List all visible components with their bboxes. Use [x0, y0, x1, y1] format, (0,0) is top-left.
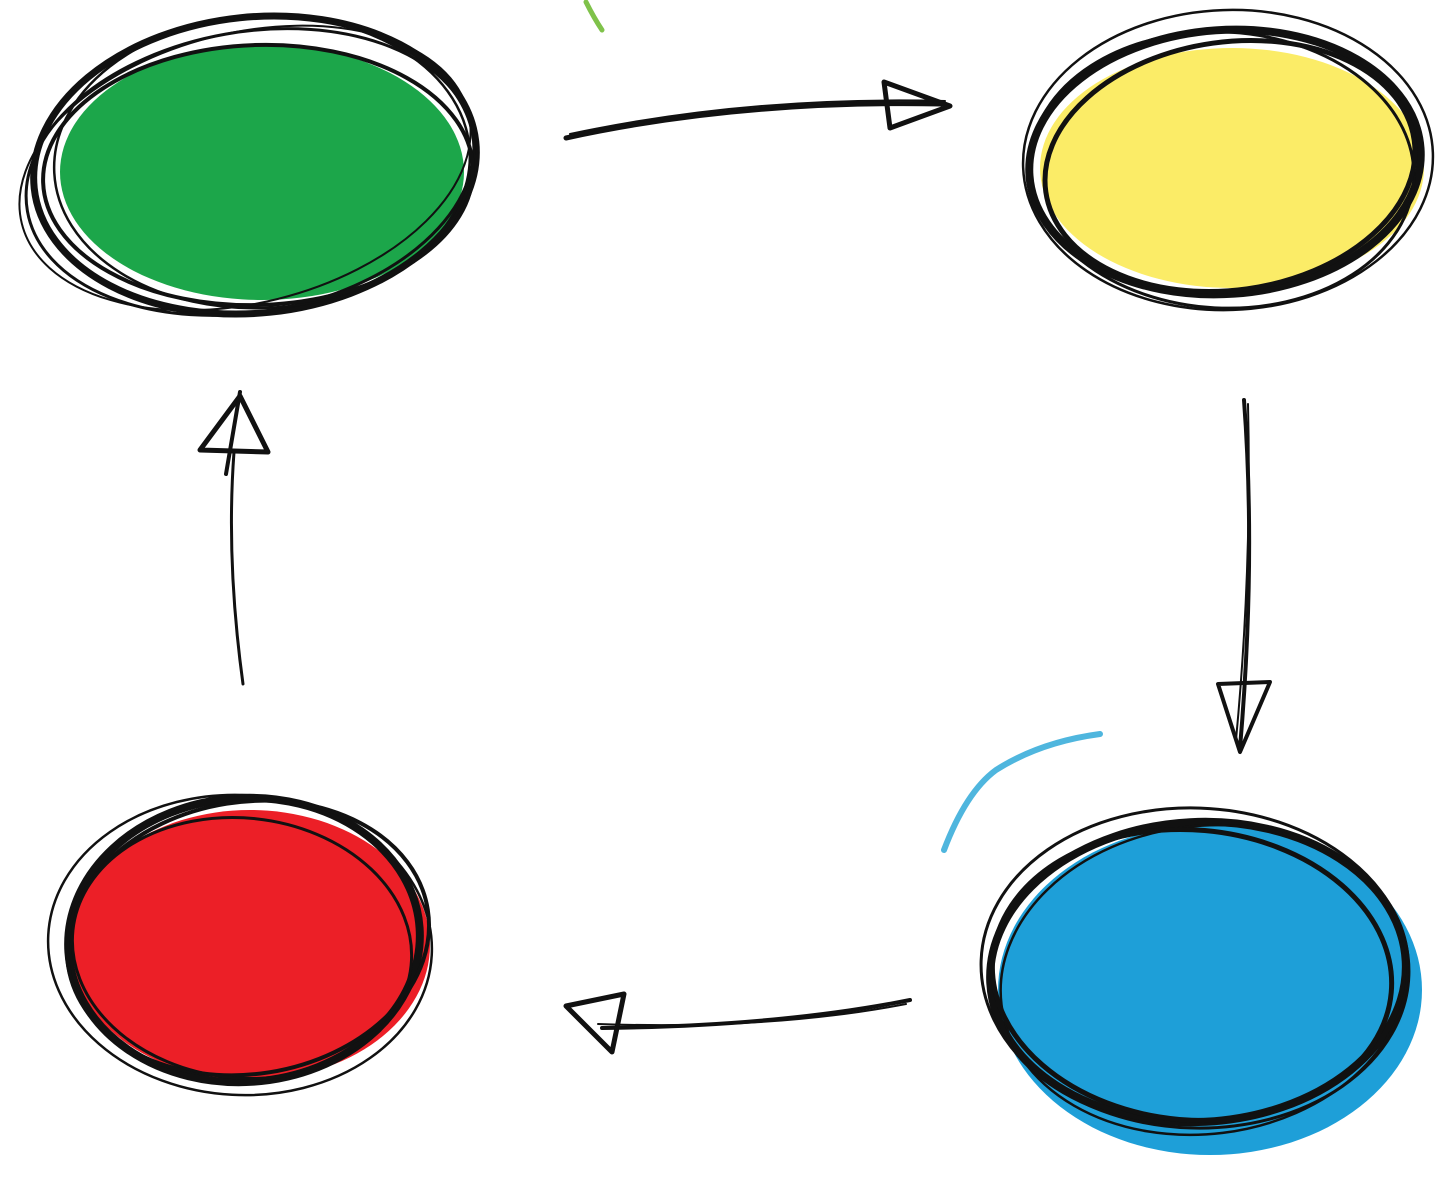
node-yellow-outline: [1021, 8, 1435, 312]
arrowhead-yellow-to-blue: [1216, 680, 1272, 754]
node-red: [46, 793, 434, 1097]
arrowhead-green-to-yellow: [881, 79, 953, 131]
stray-mark-blue: [941, 731, 1103, 853]
arrowhead-red-to-green: [197, 393, 271, 455]
arrow-green-to-yellow: [563, 79, 953, 141]
node-yellow-fill: [1040, 48, 1424, 288]
node-red-outline: [46, 793, 434, 1097]
node-blue: [979, 806, 1422, 1155]
node-blue-outline: [979, 806, 1411, 1137]
node-yellow: [1021, 8, 1435, 312]
arrow-blue-to-red: [563, 991, 912, 1055]
node-red-fill: [70, 810, 430, 1080]
arrowhead-blue-to-red: [563, 991, 627, 1055]
arrow-red-to-green: [197, 390, 271, 686]
node-green: [18, 12, 480, 318]
stray-mark-green: [583, 0, 605, 33]
node-blue-fill: [998, 825, 1422, 1155]
arrow-yellow-to-blue: [1216, 398, 1272, 754]
node-green-outline: [18, 12, 480, 318]
node-green-fill: [60, 44, 464, 300]
